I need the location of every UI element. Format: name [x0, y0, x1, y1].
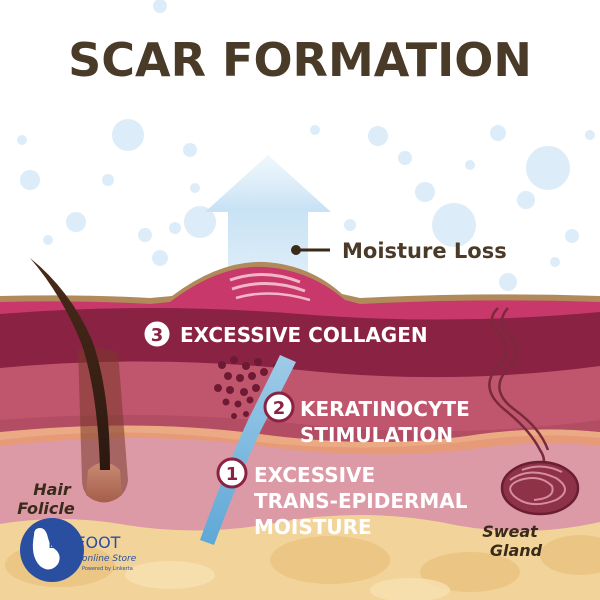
moisture-loss-label: Moisture Loss: [342, 239, 507, 263]
epidermis-layer: [0, 264, 600, 320]
step-label-line: EXCESSIVE: [254, 463, 375, 487]
step-badge: [263, 391, 295, 423]
step-2: 2 KERATINOCYTE STIMULATION: [263, 391, 470, 447]
step-label-line: STIMULATION: [300, 423, 453, 447]
foot-icon: [32, 528, 60, 570]
step-1: 1 EXCESSIVE TRANS-EPIDERMAL MOISTURE: [216, 457, 468, 539]
hair-folicle-label-line2: Folicle: [17, 499, 75, 518]
moisture-pointer-dot: [291, 245, 301, 255]
step-label-line: KERATINOCYTE: [300, 397, 470, 421]
keratinocyte-cells: [214, 356, 279, 419]
step-number: 1: [226, 464, 239, 485]
step-badge: [141, 318, 173, 350]
moisture-loss-arrow: [205, 155, 331, 290]
sweat-gland: [488, 307, 580, 516]
lower-dermis-layer: [0, 432, 600, 531]
logo-name: BIOFOOT: [48, 533, 121, 552]
sweat-gland-label-line1: Sweat: [482, 522, 539, 541]
step-badge: [216, 457, 248, 489]
page-title: SCAR FORMATION: [68, 33, 532, 87]
sweat-gland-label-line2: Gland: [490, 541, 543, 560]
logo-powered: Powered by Linkerta: [82, 566, 133, 572]
hair-folicle-label-line1: Hair: [33, 480, 72, 499]
logo-tagline: online Store: [82, 554, 137, 564]
step-label: EXCESSIVE COLLAGEN: [180, 323, 428, 347]
step-number: 2: [273, 398, 286, 419]
step-label-line: MOISTURE: [254, 515, 372, 539]
hair-follicle: [30, 258, 128, 503]
step-label-line: TRANS-EPIDERMAL: [254, 489, 468, 513]
step-3: 3 EXCESSIVE COLLAGEN: [141, 318, 428, 350]
step-number: 3: [151, 325, 164, 346]
biofoot-logo: BIOFOOT online Store Powered by Linkerta: [20, 518, 137, 582]
moisture-bubbles: [17, 0, 595, 291]
